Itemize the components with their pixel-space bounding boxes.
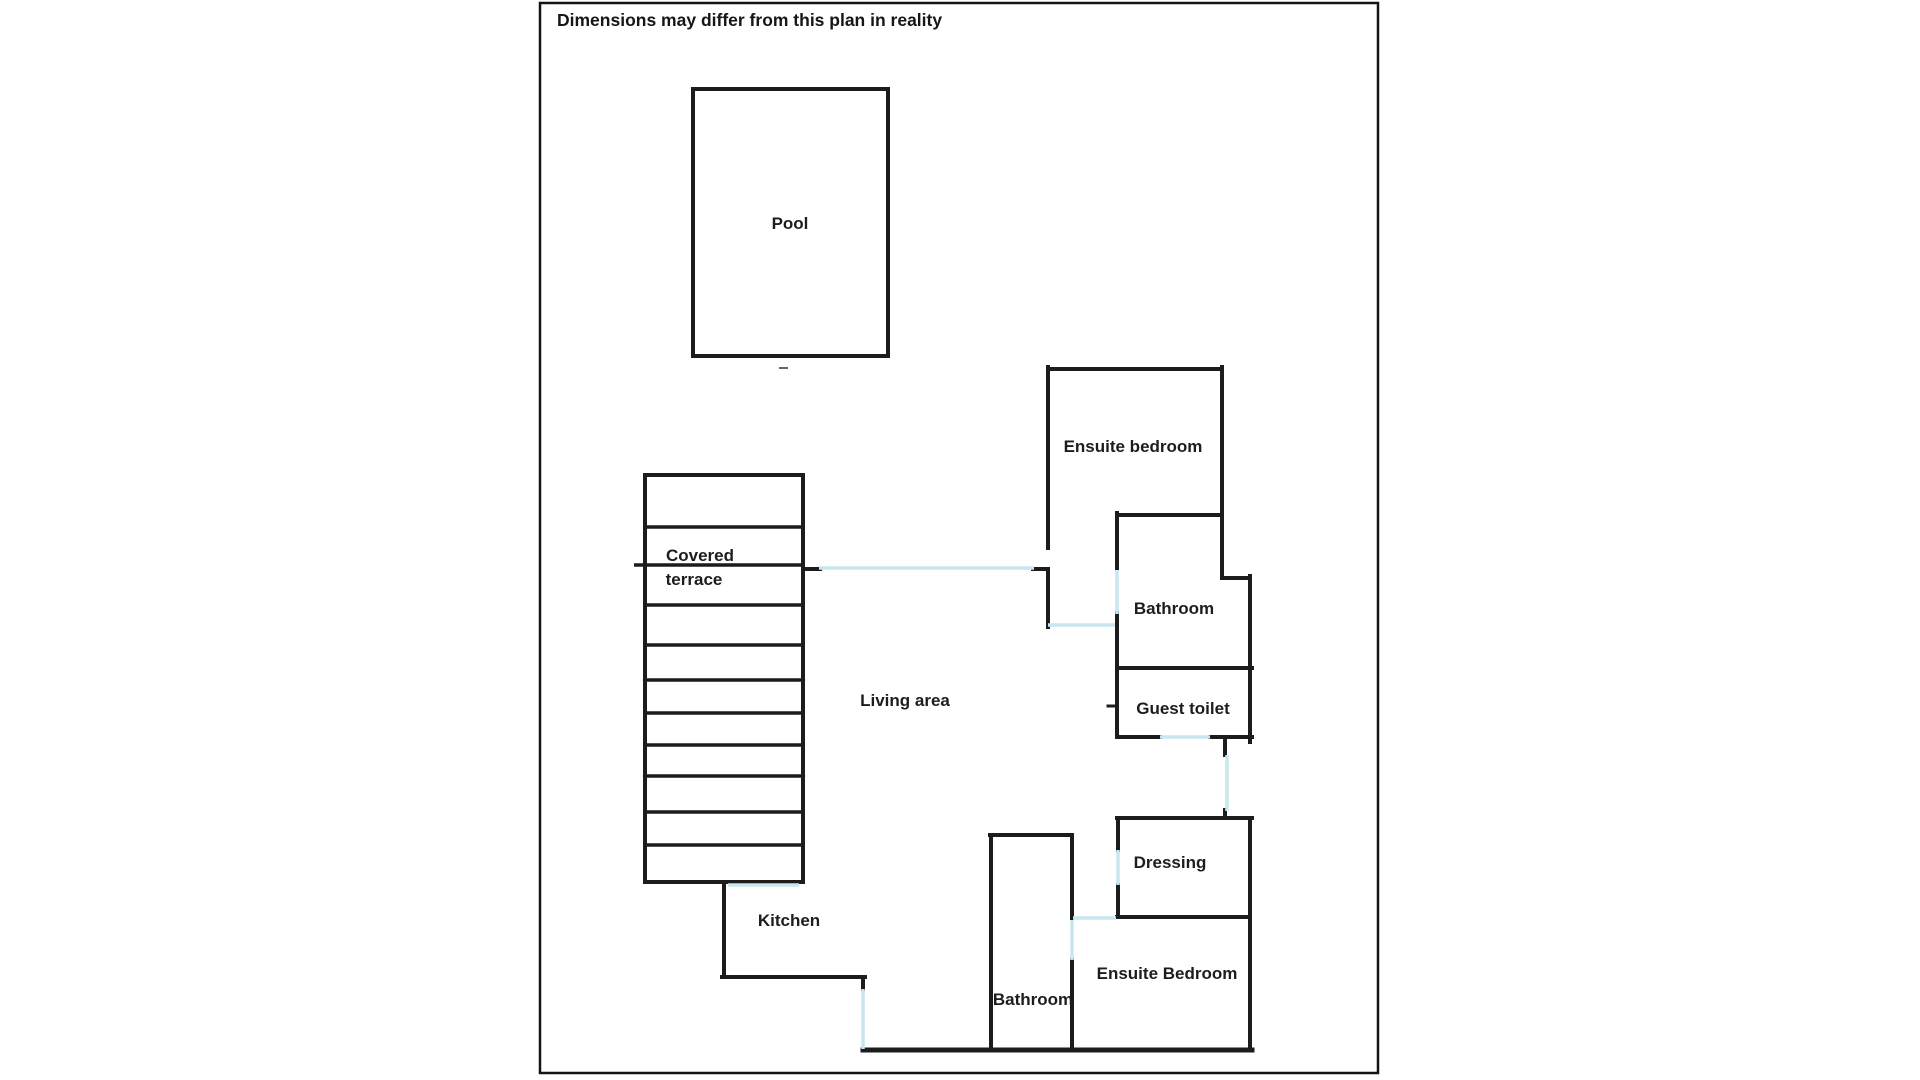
door-openings-layer [728,566,1229,1049]
room-label-ensuite-bedroom-bottom: Ensuite Bedroom [1097,964,1238,983]
room-label-terrace: terrace [666,570,723,589]
walls-layer [538,1,1380,1075]
pool-outline [691,87,890,358]
plan-outer-border [538,1,1380,1075]
room-label-covered: Covered [666,546,734,565]
room-label-guest-toilet: Guest toilet [1136,699,1230,718]
room-label-dressing: Dressing [1134,853,1207,872]
room-label-bathroom-top: Bathroom [1134,599,1214,618]
room-label-living-area: Living area [860,691,950,710]
room-label-kitchen: Kitchen [758,911,820,930]
room-label-ensuite-bedroom-top: Ensuite bedroom [1064,437,1203,456]
room-label-bathroom-bottom: Bathroom [993,990,1073,1009]
plan-disclaimer-note: Dimensions may differ from this plan in … [557,10,942,30]
room-label-pool: Pool [772,214,809,233]
